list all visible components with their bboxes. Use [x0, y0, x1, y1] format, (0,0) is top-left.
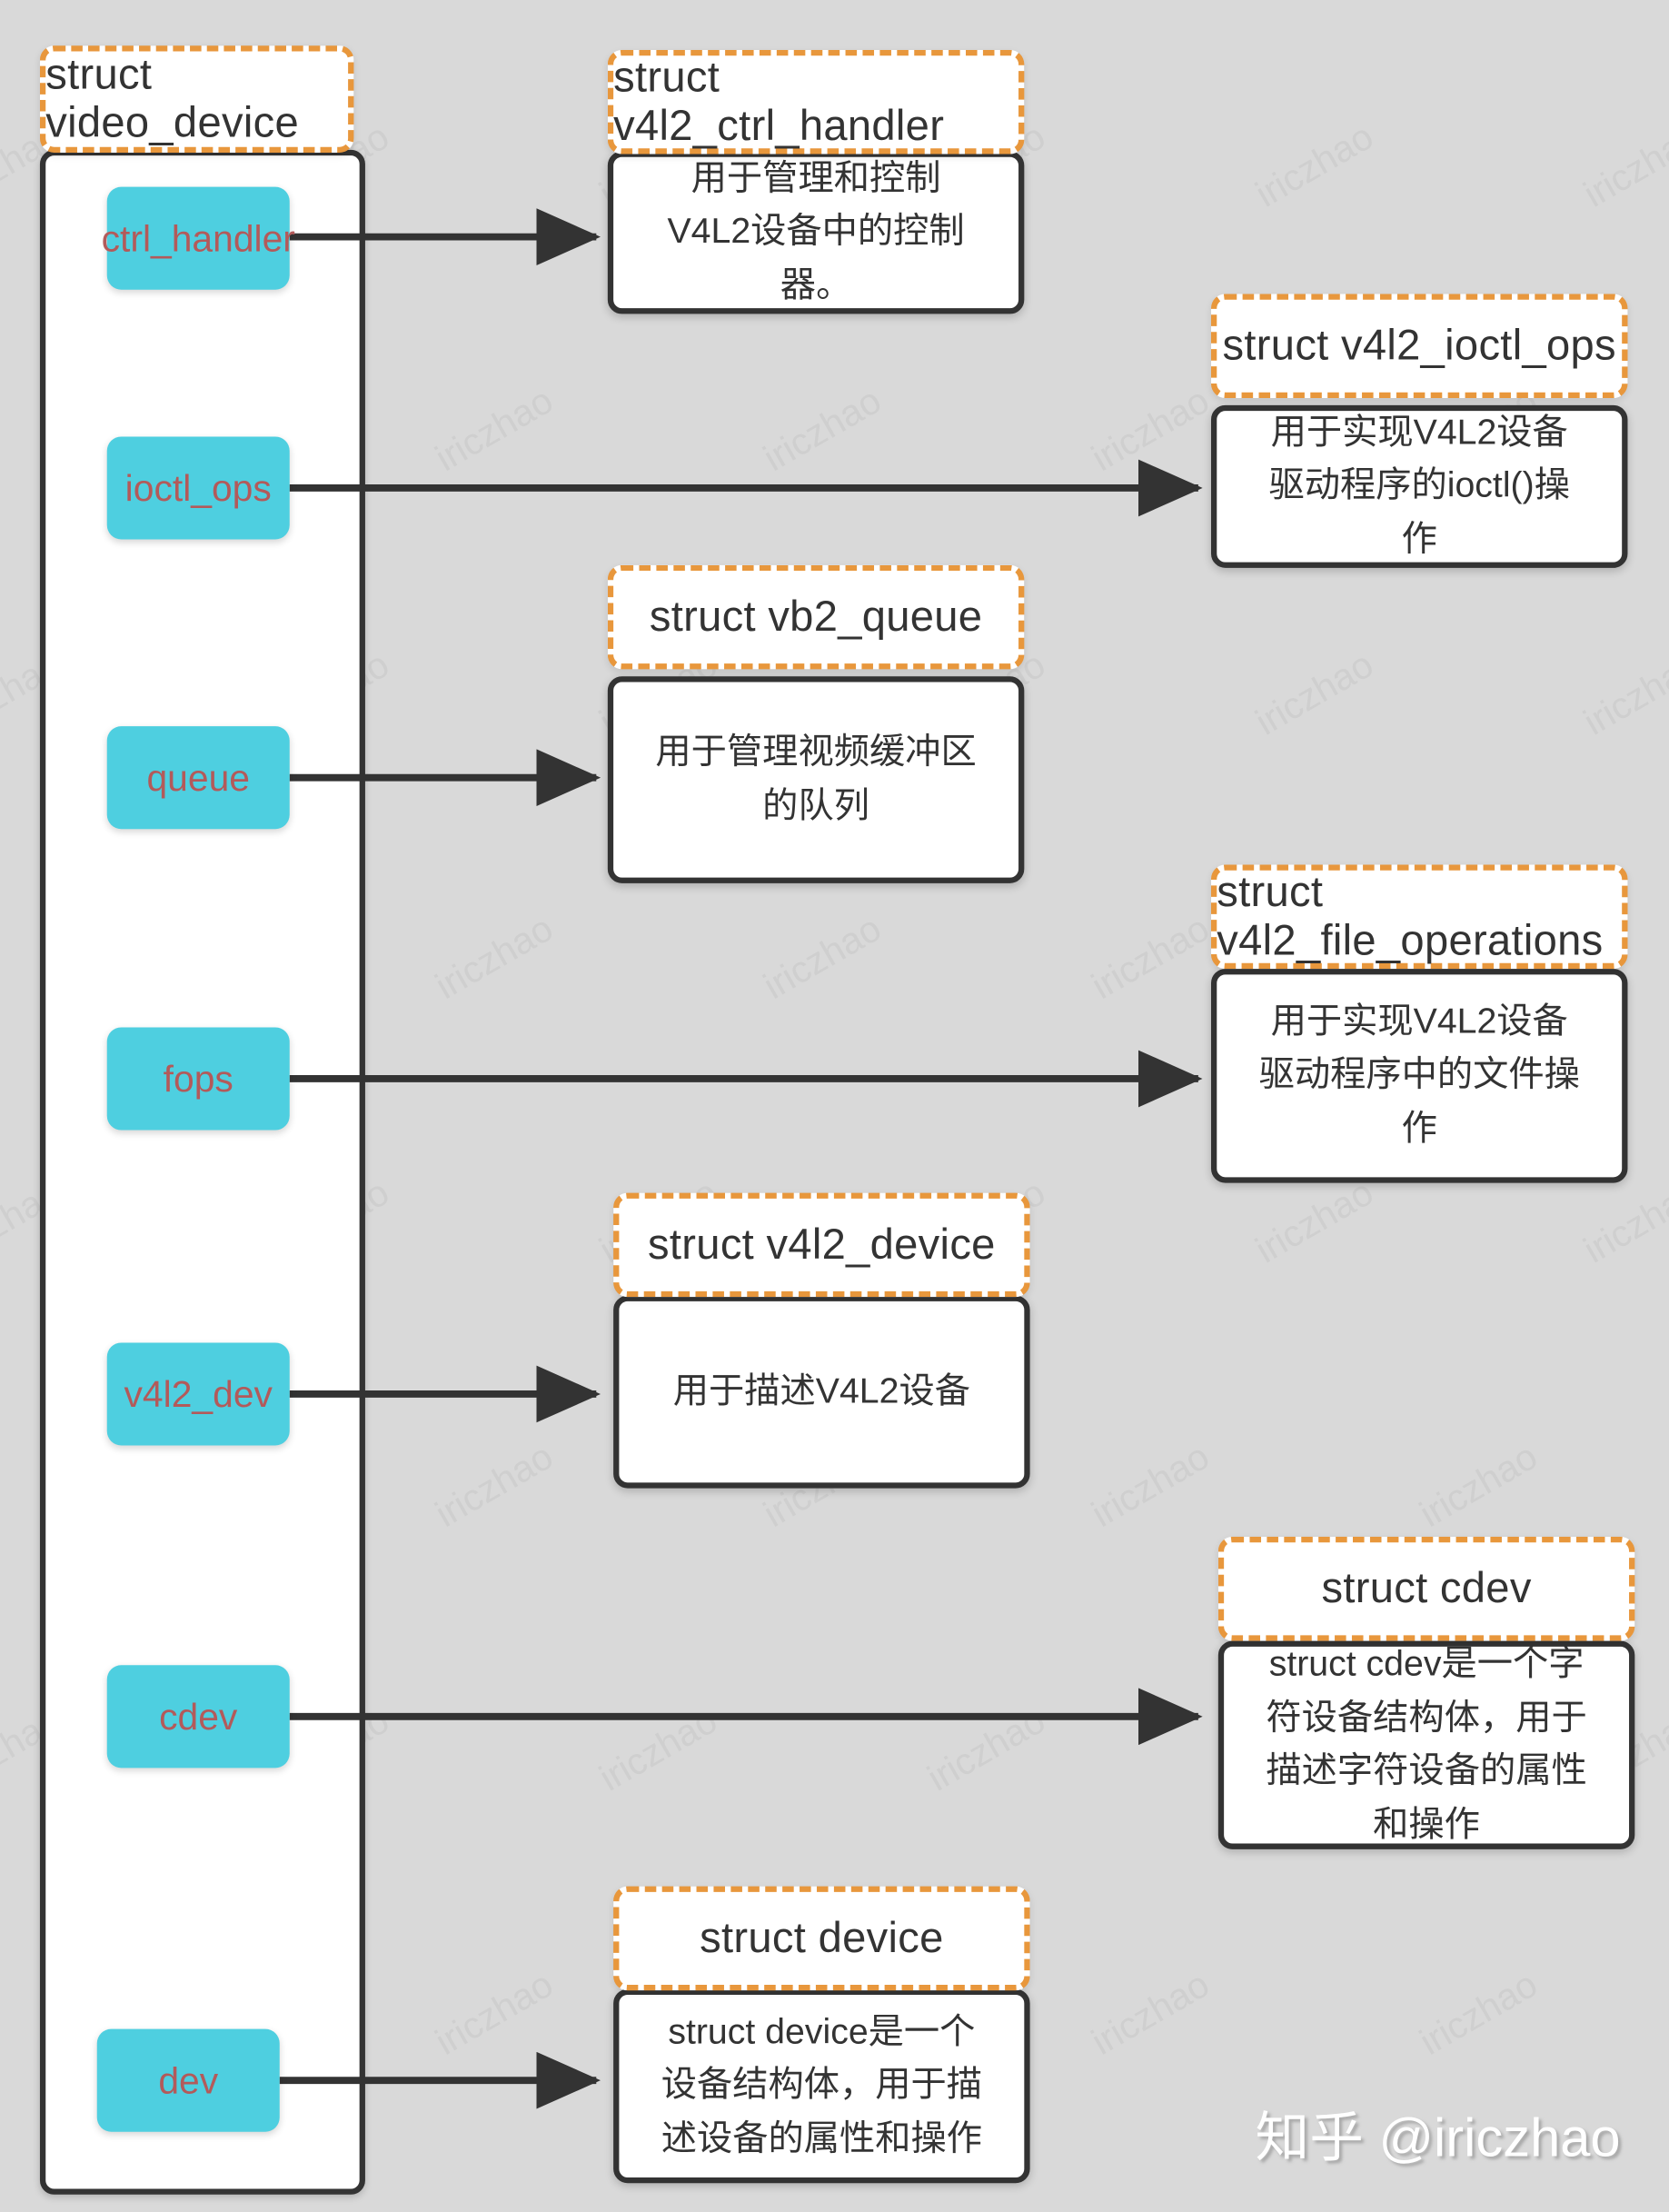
target-desc-vb2-queue: 用于管理视频缓冲区的队列	[607, 676, 1025, 883]
target-desc-label-cdev: struct cdev是一个字符设备结构体，用于描述字符设备的属性和操作	[1266, 1643, 1587, 1845]
target-desc-label-v4l2-ctrl-handler: 用于管理和控制V4L2设备中的控制器。	[667, 157, 965, 305]
target-desc-v4l2-file-operations: 用于实现V4L2设备驱动程序中的文件操作	[1211, 969, 1628, 1183]
field-chip-ioctl-ops[interactable]: ioctl_ops	[106, 436, 290, 540]
field-chip-fops[interactable]: fops	[106, 1027, 290, 1131]
target-title-v4l2-ctrl-handler: struct v4l2_ctrl_handler	[607, 49, 1025, 154]
field-label-queue: queue	[146, 755, 251, 799]
target-title-device: struct device	[613, 1886, 1030, 1991]
target-desc-label-v4l2-device: 用于描述V4L2设备	[672, 1370, 970, 1411]
watermark-tile: iriczhao	[756, 906, 889, 1008]
watermark-tile: iriczhao	[1084, 378, 1217, 480]
field-label-ctrl-handler: ctrl_handler	[101, 215, 295, 259]
target-title-label-v4l2-device: struct v4l2_device	[648, 1221, 996, 1269]
target-desc-label-device: struct device是一个设备结构体，用于描述设备的属性和操作	[661, 2011, 983, 2159]
field-chip-dev[interactable]: dev	[96, 2028, 280, 2132]
watermark-tile: iriczhao	[1247, 642, 1381, 743]
field-label-cdev: cdev	[159, 1694, 238, 1738]
struct-video-device-title-label: struct video_device	[45, 50, 299, 146]
watermark-tile: iriczhao	[428, 378, 561, 480]
field-chip-v4l2-dev[interactable]: v4l2_dev	[106, 1342, 290, 1446]
target-desc-label-v4l2-file-operations: 用于实现V4L2设备驱动程序中的文件操作	[1258, 1001, 1580, 1149]
watermark-tile: iriczhao	[1575, 114, 1669, 216]
field-label-v4l2-dev: v4l2_dev	[124, 1371, 273, 1415]
watermark-tile: iriczhao	[1412, 1434, 1545, 1536]
target-desc-v4l2-device: 用于描述V4L2设备	[613, 1295, 1030, 1489]
watermark-tile: iriczhao	[1575, 642, 1669, 743]
field-chip-cdev[interactable]: cdev	[106, 1665, 290, 1769]
target-title-label-v4l2-ctrl-handler: struct v4l2_ctrl_handler	[613, 53, 945, 150]
target-title-cdev: struct cdev	[1217, 1536, 1635, 1641]
target-title-vb2-queue: struct vb2_queue	[607, 564, 1025, 670]
target-title-label-v4l2-file-operations: struct v4l2_file_operations	[1217, 868, 1604, 964]
field-chip-queue[interactable]: queue	[106, 726, 290, 830]
struct-video-device-title: struct video_device	[39, 45, 354, 153]
field-label-ioctl-ops: ioctl_ops	[124, 465, 272, 509]
target-title-label-device: struct device	[700, 1914, 944, 1962]
field-label-fops: fops	[163, 1056, 233, 1100]
author-signature: 知乎 @iriczhao	[1255, 2108, 1621, 2169]
target-title-v4l2-ioctl-ops: struct v4l2_ioctl_ops	[1211, 294, 1628, 399]
watermark-tile: iriczhao	[1084, 1434, 1217, 1536]
field-chip-ctrl-handler[interactable]: ctrl_handler	[102, 186, 295, 290]
watermark-tile: iriczhao	[1412, 1962, 1545, 2064]
watermark-tile: iriczhao	[1575, 1170, 1669, 1271]
target-title-label-vb2-queue: struct vb2_queue	[649, 593, 983, 641]
watermark-tile: iriczhao	[428, 906, 561, 1008]
target-title-label-v4l2-ioctl-ops: struct v4l2_ioctl_ops	[1222, 322, 1616, 369]
target-desc-label-v4l2-ioctl-ops: 用于实现V4L2设备驱动程序的ioctl()操作	[1268, 412, 1570, 560]
target-desc-cdev: struct cdev是一个字符设备结构体，用于描述字符设备的属性和操作	[1217, 1640, 1635, 1849]
watermark-tile: iriczhao	[1247, 114, 1381, 216]
watermark-tile: iriczhao	[1247, 1170, 1381, 1271]
watermark-tile: iriczhao	[428, 1962, 561, 2064]
watermark-tile: iriczhao	[1084, 1962, 1217, 2064]
target-desc-device: struct device是一个设备结构体，用于描述设备的属性和操作	[613, 1988, 1030, 2184]
target-title-v4l2-device: struct v4l2_device	[613, 1192, 1030, 1298]
watermark-tile: iriczhao	[1084, 906, 1217, 1008]
field-label-dev: dev	[158, 2058, 219, 2101]
target-desc-v4l2-ctrl-handler: 用于管理和控制V4L2设备中的控制器。	[607, 151, 1025, 314]
target-title-label-cdev: struct cdev	[1321, 1564, 1532, 1612]
watermark-tile: iriczhao	[428, 1434, 561, 1536]
watermark-tile: iriczhao	[756, 378, 889, 480]
target-desc-v4l2-ioctl-ops: 用于实现V4L2设备驱动程序的ioctl()操作	[1211, 404, 1628, 568]
watermark-tile: iriczhao	[591, 1698, 724, 1799]
watermark-tile: iriczhao	[919, 1698, 1053, 1799]
target-title-v4l2-file-operations: struct v4l2_file_operations	[1211, 864, 1628, 970]
target-desc-label-vb2-queue: 用于管理视频缓冲区的队列	[655, 732, 977, 826]
